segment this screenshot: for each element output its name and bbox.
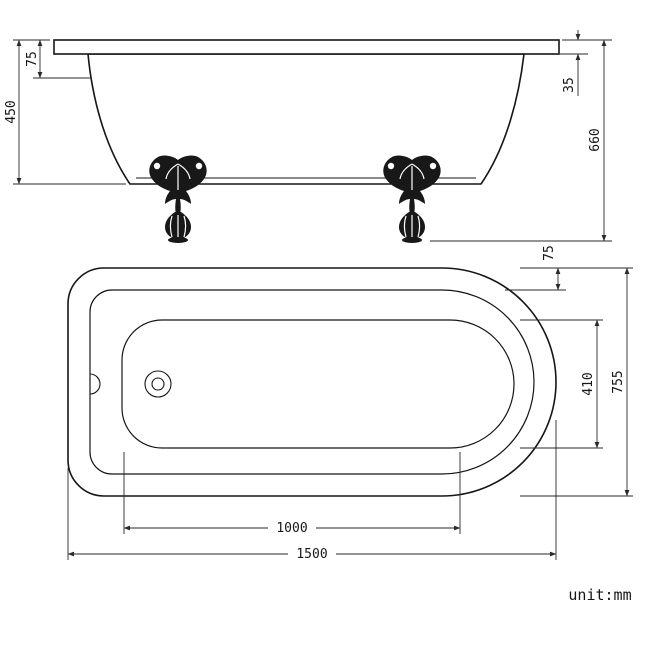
dim-overall-height-label: 660 <box>588 128 603 151</box>
dim-inner-width: 410 <box>520 319 603 449</box>
tub-rim-side <box>53 39 560 55</box>
side-view: 75 450 35 660 <box>4 30 612 244</box>
dim-tub-height: 450 <box>4 39 126 185</box>
dim-tub-height-label: 450 <box>4 100 19 123</box>
dim-rim-depth-label: 75 <box>25 51 40 67</box>
tub-body-side <box>87 53 525 185</box>
claw-foot-right <box>382 154 442 244</box>
dim-inner-length-label: 1000 <box>276 521 307 536</box>
unit-label: unit:mm <box>568 586 631 604</box>
dim-overall-width-label: 755 <box>611 370 626 393</box>
tub-basin-edge <box>121 319 515 449</box>
dim-inner-length: 1000 <box>123 452 461 536</box>
drain-inner-circle <box>151 377 165 391</box>
dim-overall-length: 1500 <box>67 420 557 562</box>
dim-rim-width: 75 <box>505 245 633 291</box>
label-mask <box>288 546 336 561</box>
claw-foot-left <box>148 154 208 244</box>
dim-overall-width: 755 <box>520 267 633 497</box>
tub-outer-edge <box>67 267 557 497</box>
dim-inner-width-label: 410 <box>581 372 596 395</box>
plan-view: 75 410 755 1000 1500 <box>67 245 633 562</box>
drain-outer-circle <box>144 370 172 398</box>
dim-overall-length-label: 1500 <box>296 547 327 562</box>
dim-overall-height: 660 <box>430 39 612 242</box>
overflow-arc <box>89 373 101 395</box>
dim-rim-width-label: 75 <box>542 245 557 261</box>
tub-rim-inner-edge <box>89 289 535 475</box>
dim-rim-thickness-label: 35 <box>562 77 577 93</box>
label-mask <box>268 520 316 535</box>
